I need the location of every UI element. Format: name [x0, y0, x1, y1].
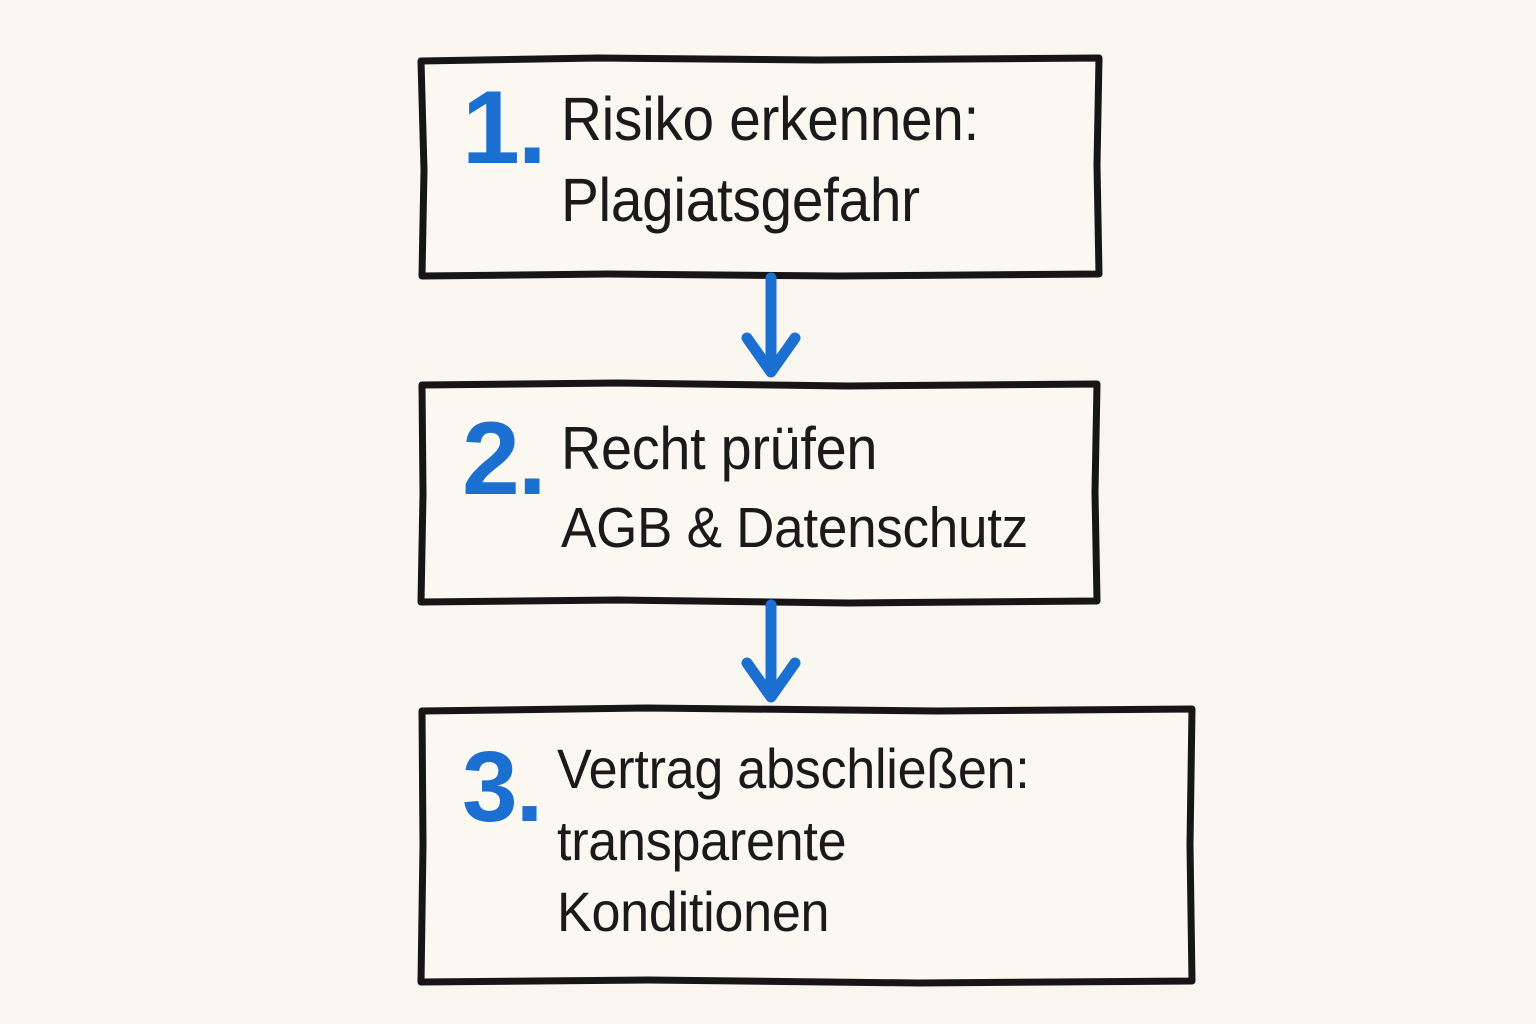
arrow-step1-to-step2-icon: [740, 272, 802, 382]
step-line-1-1: Risiko erkennen:: [560, 85, 979, 153]
step-line-2-2: AGB & Datenschutz: [560, 495, 1028, 560]
step-line-3-2: transparente: [557, 808, 847, 872]
step-number-1: 1.: [462, 70, 547, 186]
step-line-2-1: Recht prüfen: [560, 415, 877, 482]
step-number-2: 2.: [462, 401, 547, 517]
step-text-3: Vertrag abschließen: transparente Kondit…: [557, 733, 1065, 948]
step-line-3-3: Konditionen: [557, 880, 830, 944]
step-content-3: 3. Vertrag abschließen: transparente Kon…: [462, 733, 1065, 948]
step-content-2: 2. Recht prüfen AGB & Datenschutz: [462, 401, 1063, 567]
arrow-step2-to-step3-icon: [740, 599, 802, 707]
step-box-3[interactable]: 3. Vertrag abschließen: transparente Kon…: [417, 704, 1196, 987]
step-box-1[interactable]: 1. Risiko erkennen: Plagiatsgefahr: [417, 54, 1103, 280]
step-line-3-1: Vertrag abschließen:: [557, 737, 1030, 800]
step-box-2[interactable]: 2. Recht prüfen AGB & Datenschutz: [417, 379, 1101, 607]
step-line-1-2: Plagiatsgefahr: [560, 166, 920, 235]
step-number-3: 3.: [462, 731, 543, 843]
step-text-1: Risiko erkennen: Plagiatsgefahr: [561, 79, 1010, 241]
step-text-2: Recht prüfen AGB & Datenschutz: [561, 408, 1063, 567]
step-content-1: 1. Risiko erkennen: Plagiatsgefahr: [462, 70, 1010, 241]
